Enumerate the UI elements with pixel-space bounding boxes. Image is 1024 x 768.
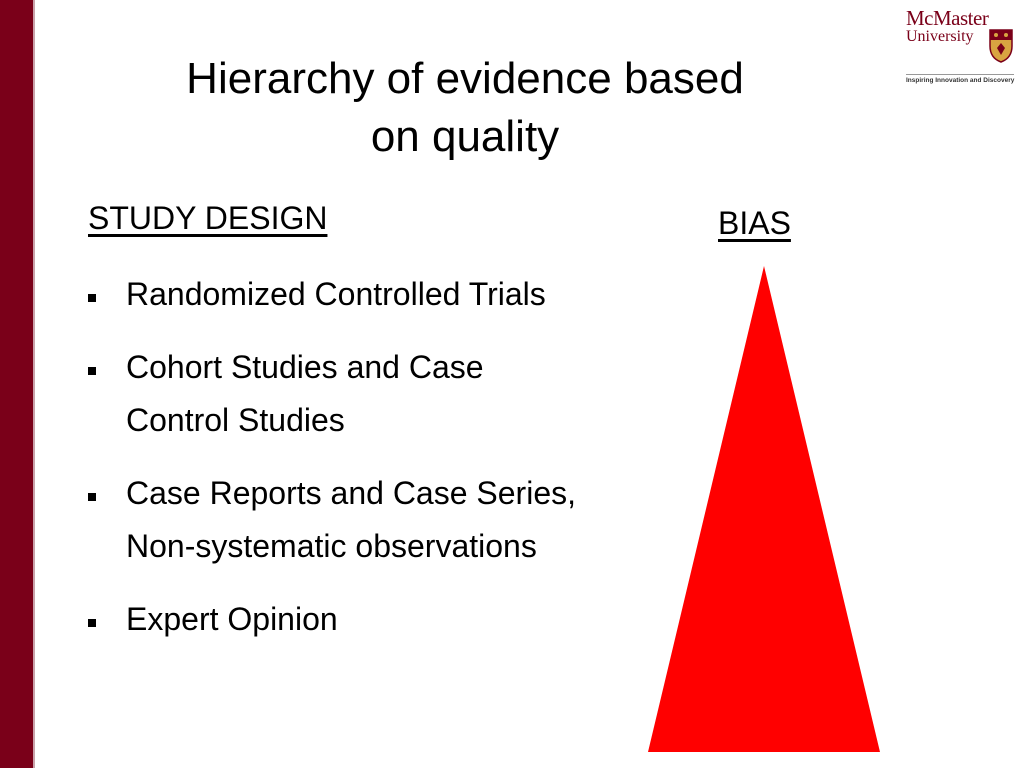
study-design-list: Randomized Controlled Trials Cohort Stud… <box>88 268 588 666</box>
logo-name-line1: McMaster <box>906 6 989 30</box>
bias-triangle-shape <box>648 266 880 752</box>
left-accent-bar <box>0 0 33 768</box>
list-item-text: Cohort Studies and Case Control Studies <box>126 349 484 438</box>
list-item: Expert Opinion <box>88 593 588 646</box>
mcmaster-logo: McMaster University Inspiring Innovation… <box>904 6 1018 88</box>
left-accent-bar-edge <box>33 0 35 768</box>
logo-tagline: Inspiring Innovation and Discovery <box>906 77 1015 84</box>
university-crest-icon <box>989 29 1013 63</box>
bullet-square-icon <box>88 367 96 375</box>
list-item-text: Expert Opinion <box>126 601 338 637</box>
bullet-square-icon <box>88 493 96 501</box>
slide-title: Hierarchy of evidence based on quality <box>186 54 744 161</box>
study-design-heading: STUDY DESIGN <box>88 200 328 236</box>
list-item: Randomized Controlled Trials <box>88 268 588 321</box>
list-item-text: Randomized Controlled Trials <box>126 276 546 312</box>
list-item: Case Reports and Case Series, Non-system… <box>88 467 588 573</box>
bullet-square-icon <box>88 619 96 627</box>
logo-name-line2: University <box>906 28 974 45</box>
list-item: Cohort Studies and Case Control Studies <box>88 341 588 447</box>
logo-divider <box>906 74 1014 75</box>
bias-triangle <box>648 266 880 752</box>
bullet-square-icon <box>88 294 96 302</box>
list-item-text: Case Reports and Case Series, Non-system… <box>126 475 576 564</box>
bias-heading: BIAS <box>718 205 791 241</box>
